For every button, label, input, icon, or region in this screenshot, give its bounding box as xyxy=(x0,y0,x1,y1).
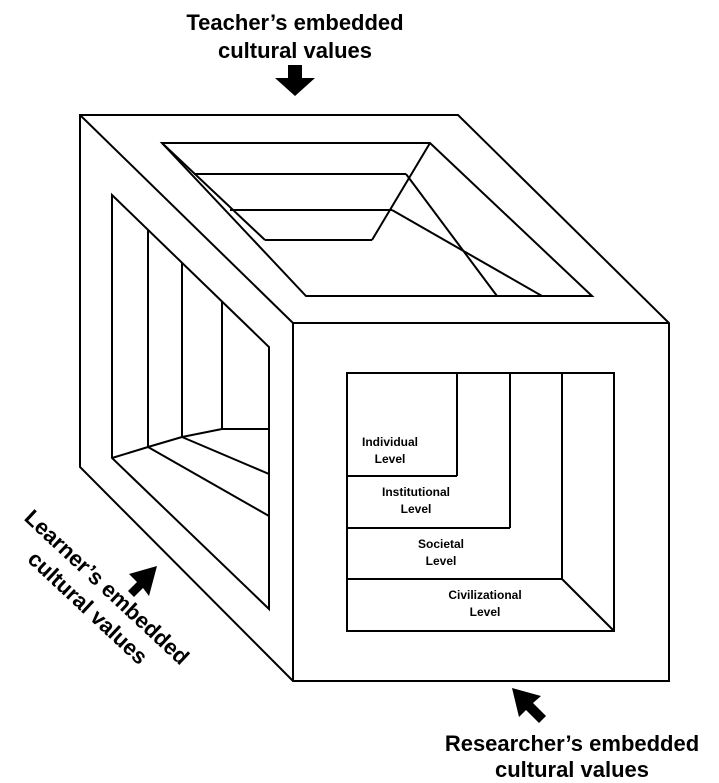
top-face-opening xyxy=(159,142,595,297)
individual-level-label-line2: Level xyxy=(375,452,406,466)
civilizational-level-label-line2: Level xyxy=(470,605,501,619)
institutional-level-label-line2: Level xyxy=(401,502,432,516)
learner-label: Learner’s embedded cultural values xyxy=(20,505,194,670)
up-right-arrow-icon xyxy=(128,566,157,597)
learner-label-line1: Learner’s embedded xyxy=(20,505,194,670)
cube-top-left-edge xyxy=(79,114,294,324)
societal-level-label-line1: Societal xyxy=(418,537,464,551)
researcher-label-line1: Researcher’s embedded xyxy=(445,731,699,756)
cube-lines xyxy=(79,114,670,682)
down-arrow-icon xyxy=(275,65,315,96)
institutional-level-label-line1: Institutional xyxy=(382,485,450,499)
left-face-opening xyxy=(111,192,270,612)
teacher-label-line2: cultural values xyxy=(218,38,372,63)
individual-level-label-line1: Individual xyxy=(362,435,418,449)
teacher-label-line1: Teacher’s embedded xyxy=(186,10,403,35)
front-face-opening xyxy=(346,372,615,632)
civilizational-level-label-line1: Civilizational xyxy=(448,588,521,602)
cube-outline xyxy=(79,114,670,682)
up-left-arrow-icon xyxy=(512,688,546,723)
researcher-label-line2: cultural values xyxy=(495,757,649,782)
societal-level-label-line2: Level xyxy=(426,554,457,568)
